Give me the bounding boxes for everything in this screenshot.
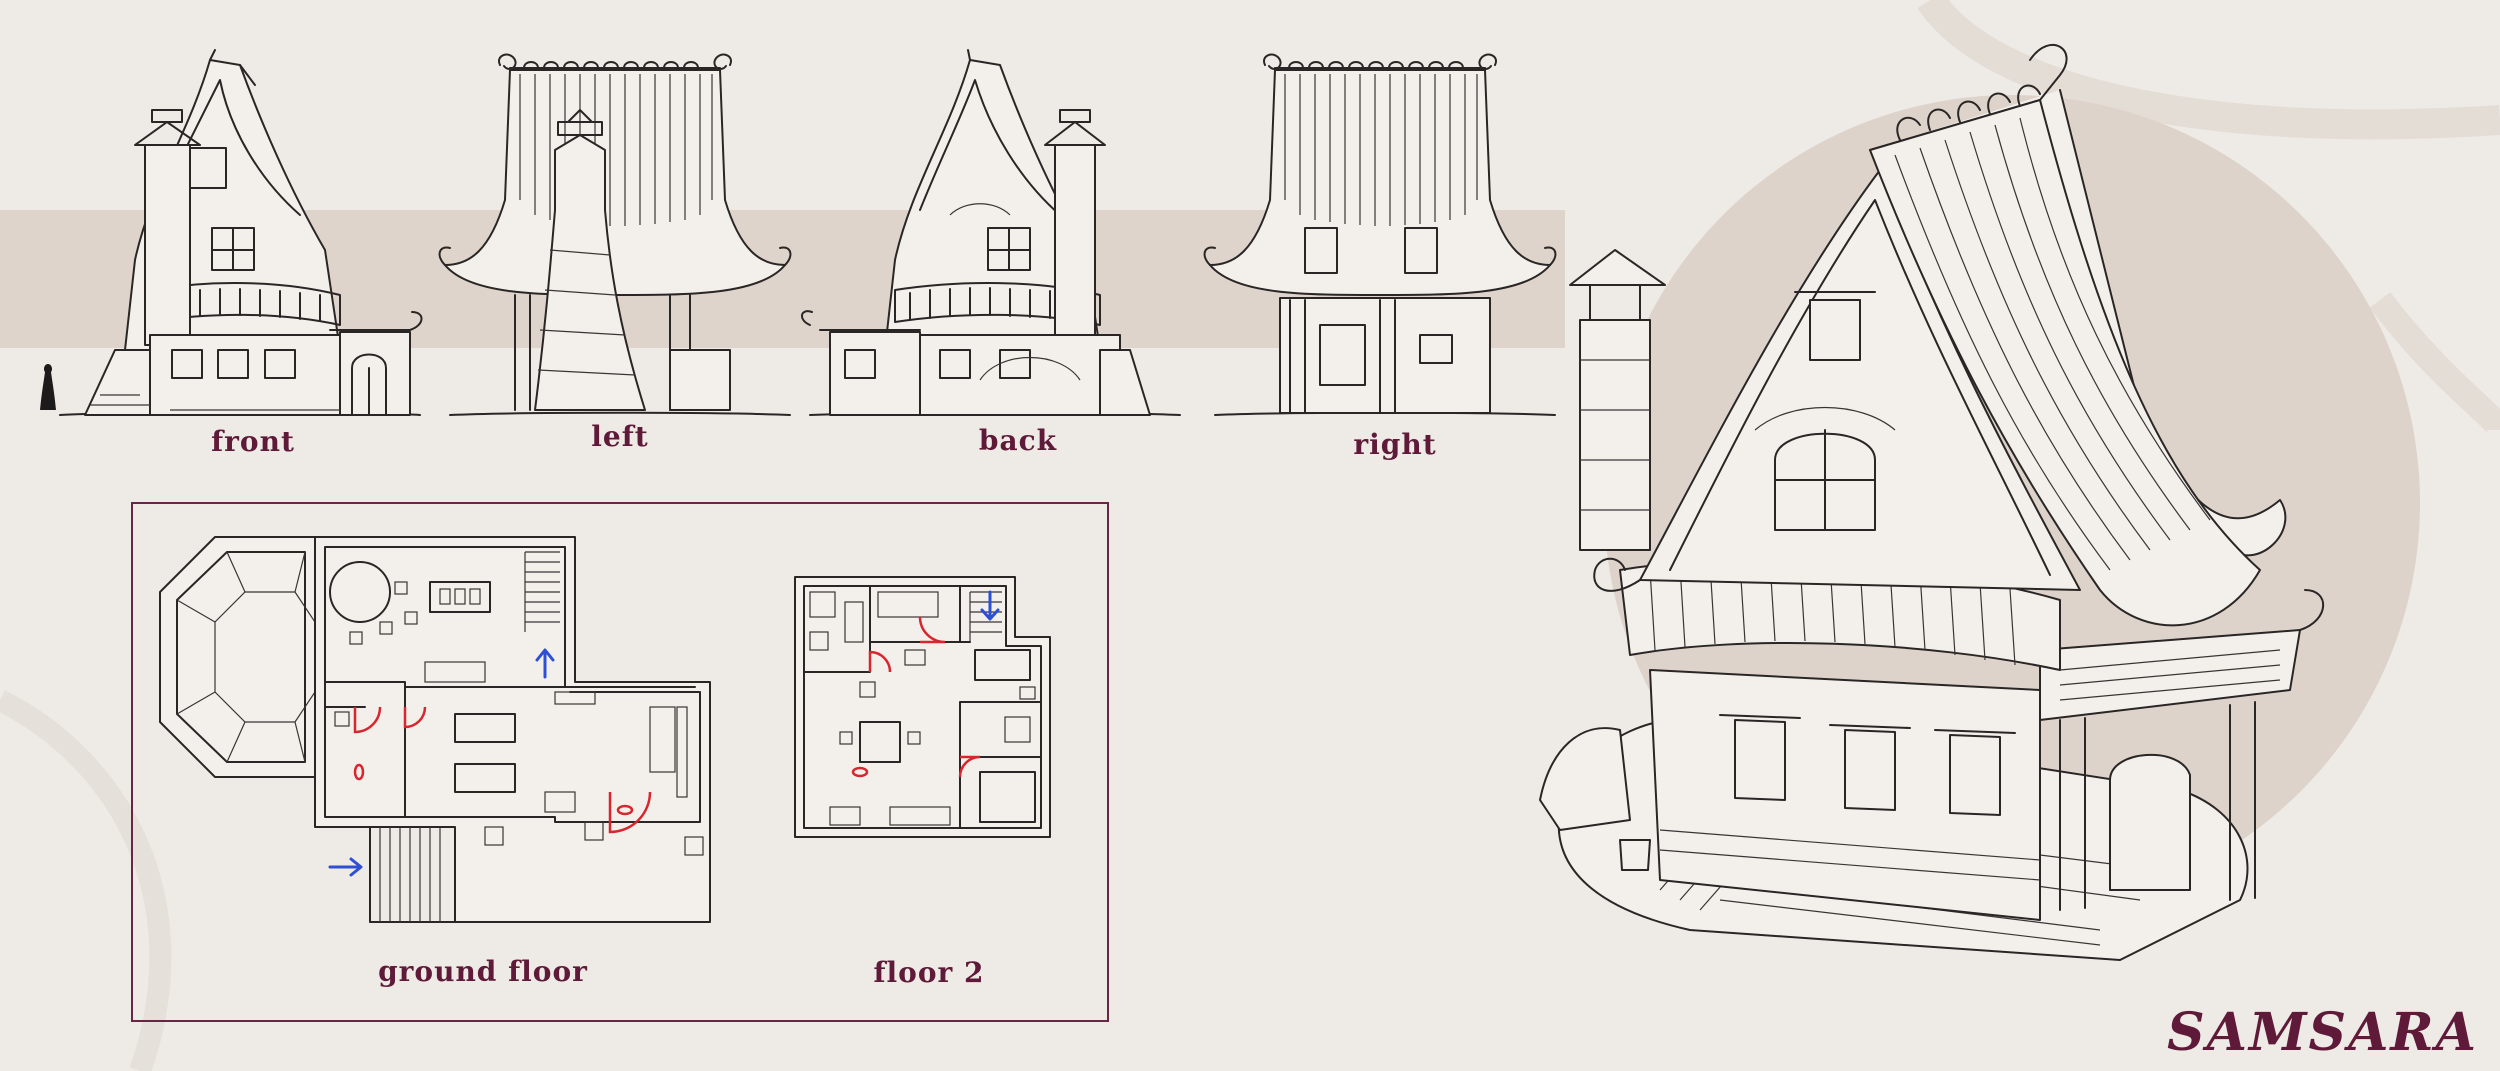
label-floor-2: floor 2: [873, 956, 985, 989]
elevation-left: [438, 53, 792, 416]
elevation-right: [1203, 53, 1557, 416]
label-left: left: [591, 420, 649, 453]
label-right: right: [1353, 428, 1437, 461]
floorplan-floor2: [794, 576, 1051, 838]
label-back: back: [978, 424, 1058, 457]
floorplan-ground: [159, 536, 711, 923]
floorplan-frame: [131, 502, 1109, 1022]
label-ground-floor: ground floor: [378, 955, 588, 988]
perspective-house: [1539, 43, 2325, 961]
scale-figure: [40, 364, 56, 410]
elevation-front: [40, 49, 423, 416]
elevation-back: [801, 49, 1181, 416]
label-front: front: [211, 425, 295, 458]
brand-logo: SAMSARA: [2167, 1002, 2478, 1063]
